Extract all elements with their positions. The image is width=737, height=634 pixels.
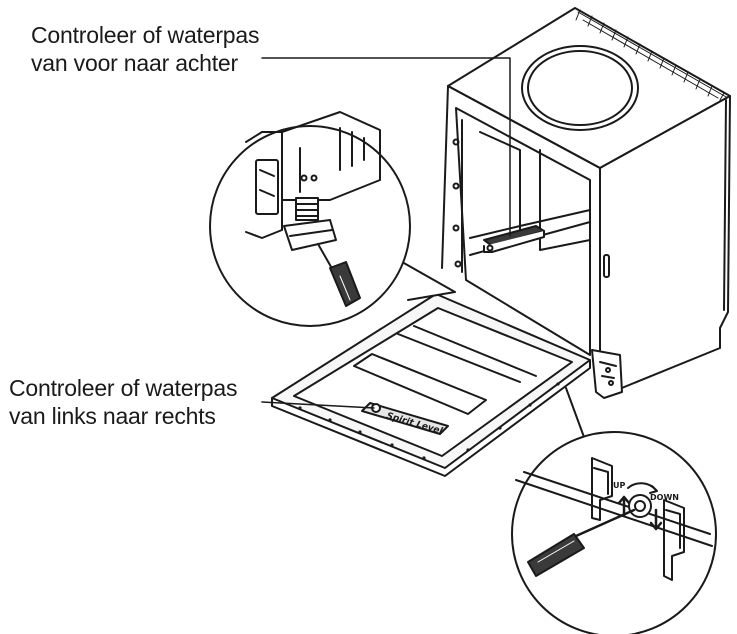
detail-adjustment-dial	[511, 387, 717, 634]
top-vent-grille	[575, 9, 729, 101]
callout-left-to-right-line1: Controleer of waterpas	[9, 375, 238, 401]
dishwasher-cabinet	[441, 7, 731, 399]
callout-front-to-back-line2: van voor naar achter	[31, 50, 238, 76]
dial-right-bracket	[663, 499, 685, 581]
dial-down-label: DOWN	[650, 493, 679, 502]
foot-bracket	[255, 159, 279, 215]
cabinet-front-frame	[441, 85, 601, 393]
open-door	[271, 293, 591, 477]
screwdriver-dial-shaft	[574, 508, 636, 538]
detail-circle-foot-pointer	[387, 253, 456, 301]
screwdriver-dial-handle	[527, 533, 585, 577]
dial-up-label: UP	[613, 481, 625, 490]
callout-left-to-right: Controleer of waterpas van links naar re…	[9, 374, 237, 430]
callout-front-to-back: Controleer of waterpas van voor naar ach…	[31, 21, 259, 77]
dial-left-bracket	[591, 457, 613, 521]
callout-front-to-back-line1: Controleer of waterpas	[31, 22, 260, 48]
upper-spray-disc	[521, 45, 639, 131]
spirit-level-left-right	[361, 402, 449, 435]
detail-leveling-foot	[209, 111, 456, 327]
door-rim-screws	[298, 382, 560, 460]
up-arrow	[617, 495, 631, 518]
callout-left-to-right-line2: van links naar rechts	[9, 403, 216, 429]
leader-line-left-right	[261, 401, 375, 409]
detail-circle-dial	[511, 431, 717, 634]
adjustment-dial	[628, 494, 652, 518]
down-arrow	[649, 508, 663, 531]
leader-line-front-back	[261, 57, 511, 237]
side-slot	[603, 254, 610, 278]
door-hinge	[591, 349, 623, 399]
screwdriver-foot-handle	[329, 261, 361, 307]
